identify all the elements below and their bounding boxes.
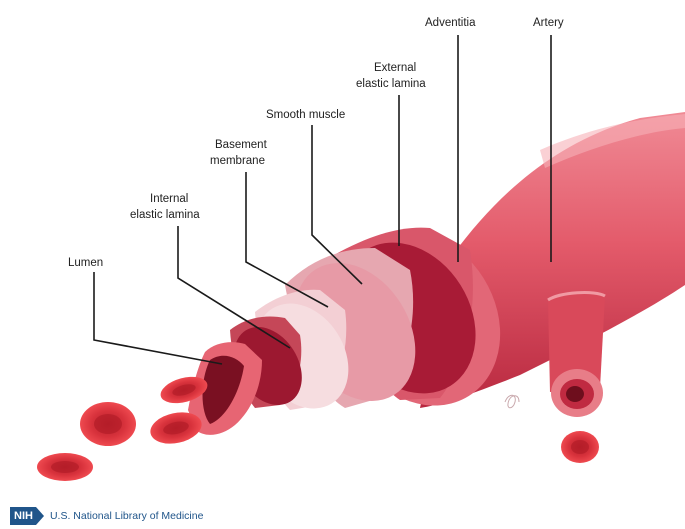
label-adventitia: Adventitia [425, 17, 476, 29]
branch-vessel [548, 291, 605, 417]
blood-cell [561, 431, 599, 463]
artist-signature [505, 395, 519, 408]
label-external-elastic-lamina-line1: External [374, 62, 416, 74]
label-internal-elastic-lamina-line1: Internal [150, 193, 188, 205]
nih-logo: NIH [10, 507, 44, 525]
leader-lumen [94, 272, 222, 364]
label-external-elastic-lamina-line2: elastic lamina [356, 78, 426, 90]
blood-cell [37, 453, 93, 481]
label-smooth-muscle: Smooth muscle [266, 109, 345, 121]
nih-logo-arrow-icon [36, 507, 44, 525]
label-basement-membrane-line2: membrane [210, 155, 265, 167]
nih-logo-text: NIH [10, 507, 36, 525]
organization-name: U.S. National Library of Medicine [50, 510, 204, 522]
label-basement-membrane-line1: Basement [215, 139, 268, 151]
label-internal-elastic-lamina-line2: elastic lamina [130, 209, 200, 221]
label-lumen: Lumen [68, 257, 103, 269]
label-artery: Artery [533, 17, 564, 29]
nlm-footer: NIH U.S. National Library of Medicine [10, 507, 203, 525]
blood-cell [80, 402, 136, 446]
